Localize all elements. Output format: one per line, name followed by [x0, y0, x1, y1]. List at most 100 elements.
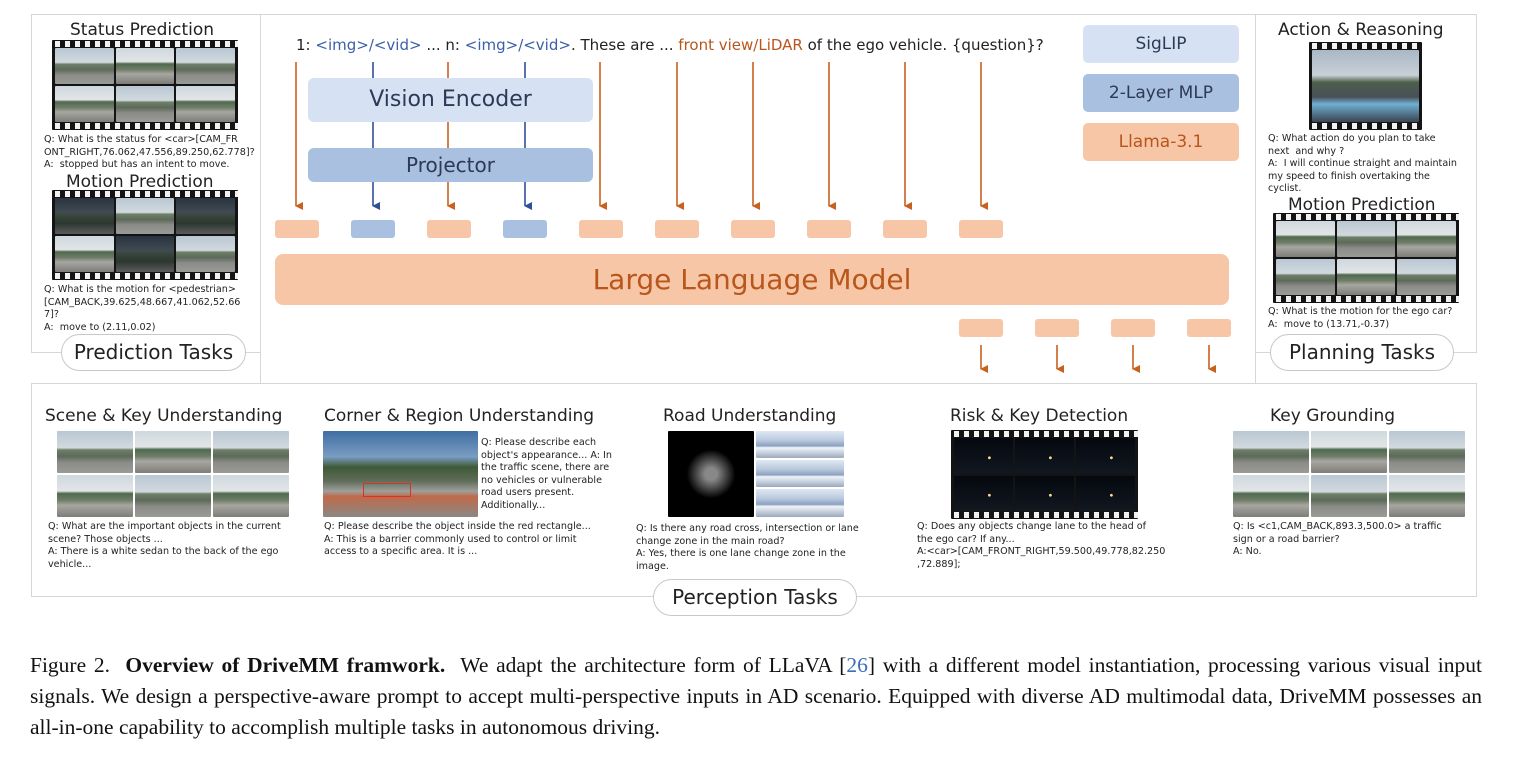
input-token: [579, 220, 623, 238]
camera-frame: [1233, 475, 1309, 517]
status-question: Q: What is the status for <car>[CAM_FR O…: [44, 134, 255, 158]
camera-frame: [55, 236, 114, 272]
red-rectangle-highlight: [363, 483, 411, 497]
scene-image-grid: [57, 431, 289, 517]
camera-frame: [55, 198, 114, 234]
vision-encoder-box: Vision Encoder: [308, 78, 593, 122]
grounding-answer: A: No.: [1233, 546, 1262, 558]
caption-label: Figure 2.: [30, 653, 110, 677]
camera-frame: [57, 475, 133, 517]
planning-motion-answer: A: move to (13.71,-0.37): [1268, 318, 1390, 330]
vision-arrows: [372, 62, 532, 210]
camera-frame: [1397, 259, 1456, 295]
prompt-vision-token-1: <img>/<vid>: [315, 36, 422, 54]
motion-question: Q: What is the motion for <pedestrian> […: [44, 284, 241, 321]
camera-frame: [55, 86, 114, 122]
output-token: [959, 319, 1003, 337]
road-image-group: [668, 431, 844, 517]
key-grounding-qa: Q: Is <c1,CAM_BACK,893.3,500.0> a traffi…: [1233, 521, 1473, 559]
status-prediction-title: Status Prediction: [70, 20, 215, 40]
projector-label: Projector: [406, 153, 495, 177]
vision-token: [351, 220, 395, 238]
camera-frame: [1336, 221, 1396, 257]
planning-motion-qa: Q: What is the motion for the ego car? A…: [1268, 306, 1473, 331]
camera-frame: [176, 236, 235, 272]
arrow-layer: [295, 62, 1216, 373]
corner-question: Q: Please describe the object inside the…: [324, 521, 591, 532]
planning-motion-question: Q: What is the motion for the ego car?: [1268, 306, 1453, 317]
input-token: [427, 220, 471, 238]
camera-frame: [1389, 475, 1465, 517]
input-token: [807, 220, 851, 238]
prompt-part-5: . These are ...: [570, 36, 679, 54]
camera-frame: [55, 48, 114, 84]
input-token: [731, 220, 775, 238]
corner-understanding-qa: Q: Please describe the object inside the…: [324, 521, 624, 559]
camera-frame: [115, 86, 175, 122]
input-token: [275, 220, 319, 238]
caption-text-1: We adapt the architecture form of LLaVA …: [460, 653, 847, 677]
perception-tasks-pill: Perception Tasks: [653, 579, 857, 616]
camera-frame: [1311, 475, 1387, 517]
scene-answer: A: There is a white sedan to the back of…: [48, 546, 279, 570]
camera-frame: [135, 431, 211, 473]
planning-motion-filmstrip: [1273, 213, 1459, 303]
caption-citation-link[interactable]: 26: [846, 653, 868, 677]
action-reasoning-title: Action & Reasoning: [1278, 20, 1444, 40]
legend-siglip-label: SigLIP: [1135, 34, 1187, 54]
camera-frame: [1276, 259, 1335, 295]
scene-understanding-title: Scene & Key Understanding: [45, 406, 283, 426]
camera-frame: [115, 48, 175, 84]
legend-llama: Llama-3.1: [1083, 123, 1239, 161]
camera-frame: [115, 198, 175, 234]
action-question: Q: What action do you plan to take next …: [1268, 133, 1436, 157]
legend-mlp-label: 2-Layer MLP: [1108, 83, 1214, 103]
prompt-perspective: front view/LiDAR: [678, 36, 803, 54]
prompt-arrows: [295, 62, 988, 210]
output-arrows: [980, 345, 1216, 373]
vision-token: [503, 220, 547, 238]
prompt-vision-token-n: <img>/<vid>: [464, 36, 571, 54]
caption-text-2: ] with a different model instantiation, …: [30, 653, 1482, 739]
legend-mlp: 2-Layer MLP: [1083, 74, 1239, 112]
camera-frame: [1389, 431, 1465, 473]
motion-answer: A: move to (2.11,0.02): [44, 321, 156, 333]
street-photo: [323, 431, 478, 517]
camera-frame: [1336, 259, 1396, 295]
corner-understanding-title: Corner & Region Understanding: [324, 406, 595, 426]
camera-frame: [213, 475, 289, 517]
input-token: [655, 220, 699, 238]
prompt-part-1: 1:: [296, 36, 316, 54]
status-answer: A: stopped but has an intent to move.: [44, 159, 230, 171]
camera-frame: [1397, 221, 1456, 257]
corner-side-qa: Q: Please describe each object's appeara…: [481, 437, 612, 511]
camera-frame: [1015, 475, 1074, 511]
scene-understanding-qa: Q: What are the important objects in the…: [48, 521, 308, 571]
camera-frame: [954, 475, 1013, 511]
output-token: [1035, 319, 1079, 337]
front-camera-frame: [1312, 50, 1419, 122]
camera-frame: [1233, 431, 1309, 473]
risk-detection-qa: Q: Does any objects change lane to the h…: [917, 521, 1177, 571]
grounding-question: Q: Is <c1,CAM_BACK,893.3,500.0> a traffi…: [1233, 521, 1442, 545]
road-understanding-title: Road Understanding: [663, 406, 837, 426]
camera-frame: [213, 431, 289, 473]
risk-detection-title: Risk & Key Detection: [950, 406, 1129, 426]
status-prediction-filmstrip: [52, 40, 238, 130]
motion-prediction-filmstrip: [52, 190, 238, 280]
lidar-bev-image: [668, 431, 754, 517]
output-token: [1187, 319, 1231, 337]
camera-frame: [954, 438, 1013, 474]
llm-box: Large Language Model: [275, 254, 1229, 305]
camera-frame: [1311, 431, 1387, 473]
camera-frame: [115, 236, 175, 272]
output-token: [1111, 319, 1155, 337]
action-reasoning-filmstrip: [1309, 42, 1422, 130]
road-view-frame: [756, 489, 844, 517]
vision-encoder-label: Vision Encoder: [369, 87, 532, 112]
camera-frame: [1276, 221, 1335, 257]
camera-frame: [57, 431, 133, 473]
camera-frame: [176, 86, 235, 122]
planning-motion-title: Motion Prediction: [1288, 195, 1436, 215]
road-answer: A: Yes, there is one lane change zone in…: [636, 548, 846, 572]
